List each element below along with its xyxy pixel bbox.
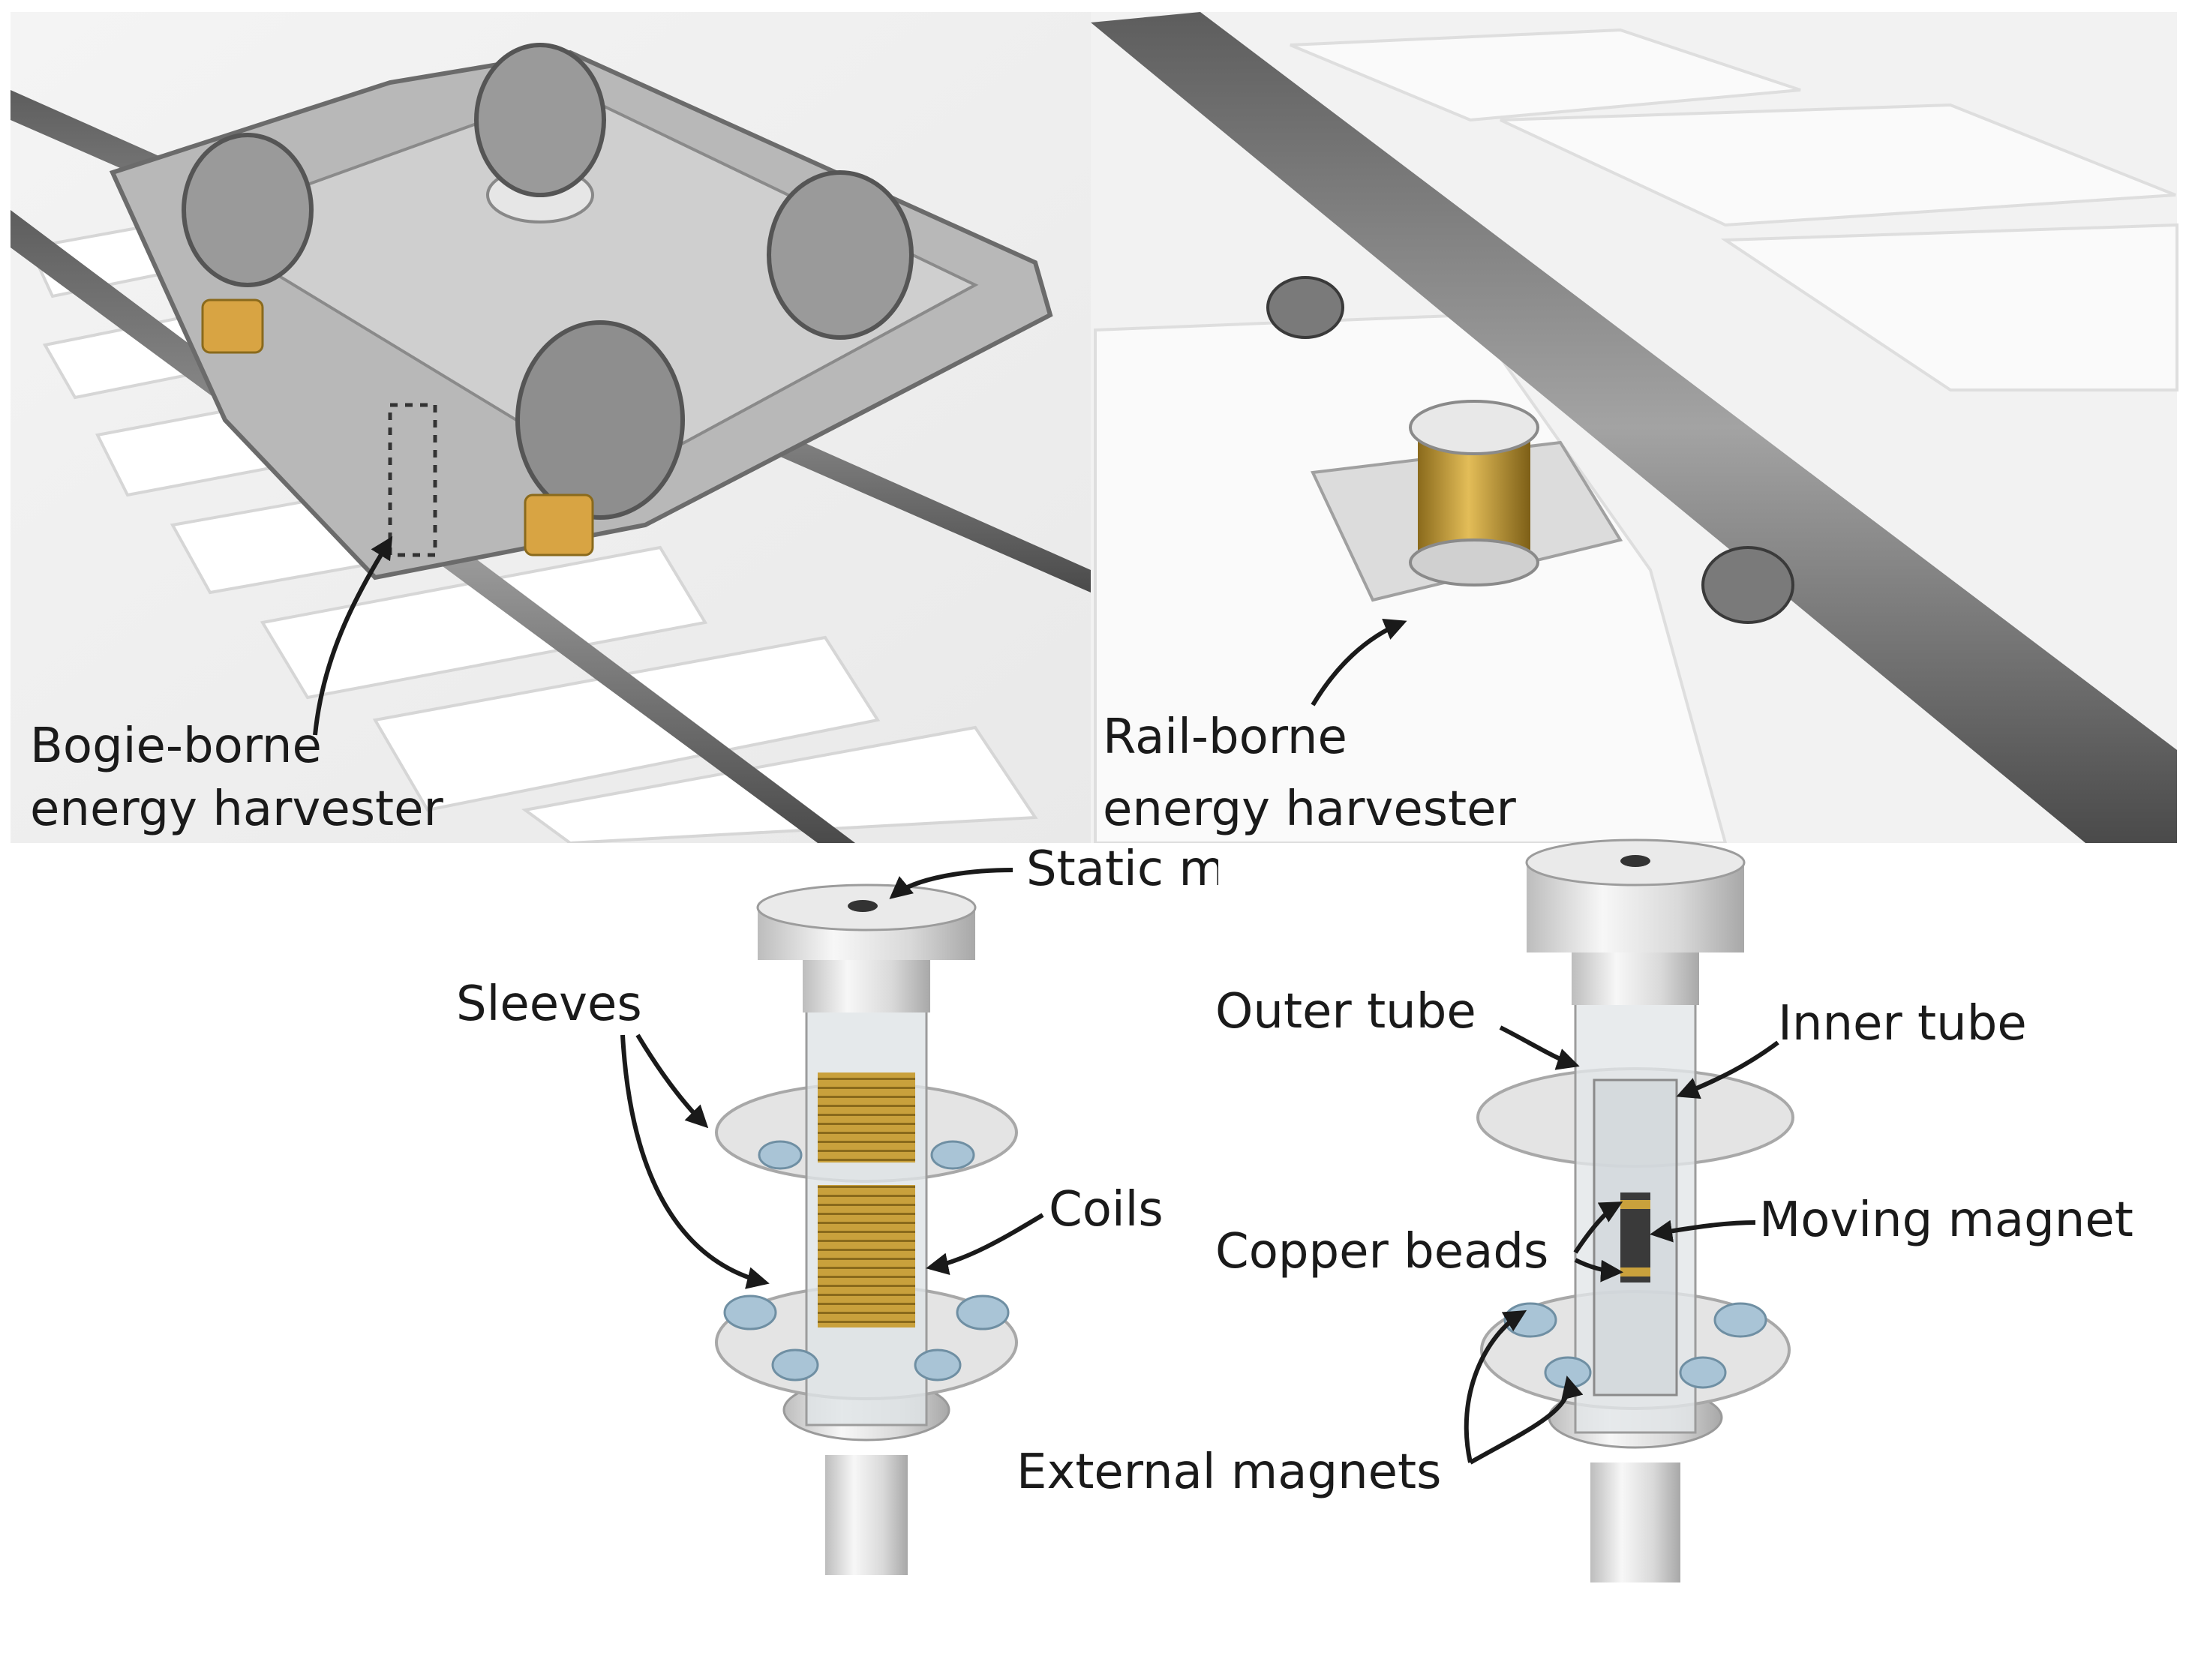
inner-tube-arrow [1676, 1040, 1779, 1100]
static-magnet-hole [848, 900, 878, 912]
coil-top-neck [803, 952, 930, 1012]
inner-tube-label: Inner tube [1778, 996, 2027, 1052]
sleeves-label: Sleeves [456, 976, 642, 1032]
coils-label: Coils [1049, 1182, 1164, 1238]
sleeves-arrow-upper [635, 1034, 709, 1129]
suspension-springs [201, 298, 594, 556]
magnet-top-hole [1620, 855, 1650, 867]
wheels [182, 43, 914, 520]
bogie-label-line1: Bogie-borne [30, 718, 322, 774]
bogie-harvester-arrow [313, 536, 393, 736]
external-sleeve-bosses [723, 1140, 1010, 1382]
moving-magnet-label: Moving magnet [1759, 1192, 2133, 1248]
coils-arrow [926, 1213, 1044, 1275]
copper-beads-label: Copper beads [1215, 1224, 1548, 1280]
bogie-panel: Bogie-borne energy harvester [11, 12, 1091, 845]
copper-beads-arrow-lower [1574, 1258, 1623, 1282]
copper-bead-upper [1620, 1200, 1650, 1209]
magnet-assembly-panel: Outer tube Inner tube Copper beads Movin… [1016, 838, 2175, 1668]
outer-tube-label: Outer tube [1215, 984, 1476, 1040]
coil-assembly-panel: Static magnet Sleeves Coils [438, 842, 1365, 1668]
rail-label-line1: Rail-borne [1103, 710, 1347, 765]
bogie-harvester-outline [388, 403, 437, 557]
external-magnets-arrow-right [1469, 1376, 1584, 1465]
rail-clips [1266, 276, 1794, 624]
external-magnets-label: External magnets [1016, 1444, 1441, 1500]
rail-harvester [1311, 400, 1623, 602]
static-magnet-arrow [889, 868, 1013, 899]
coil-lower [818, 1185, 915, 1328]
copper-bead-lower [1620, 1268, 1650, 1276]
copper-beads-arrow-upper [1573, 1202, 1623, 1254]
rail-panel: Rail-borne energy harvester [1091, 12, 2178, 844]
coil-upper [818, 1072, 915, 1162]
bogie-label-line2: energy harvester [30, 782, 444, 837]
magnet-base-shaft [1590, 1462, 1680, 1582]
moving-magnet-arrow [1650, 1220, 1756, 1243]
magnet-top-neck [1572, 952, 1699, 1005]
external-magnets-arrow-left [1464, 1310, 1527, 1463]
rail-beam [1091, 12, 2177, 843]
sleeves-arrow-lower [620, 1034, 770, 1289]
outer-tube-arrow [1499, 1025, 1580, 1070]
coil-base-shaft [825, 1455, 908, 1575]
rail-label-line2: energy harvester [1103, 782, 1517, 837]
rail-harvester-arrow [1311, 618, 1407, 706]
